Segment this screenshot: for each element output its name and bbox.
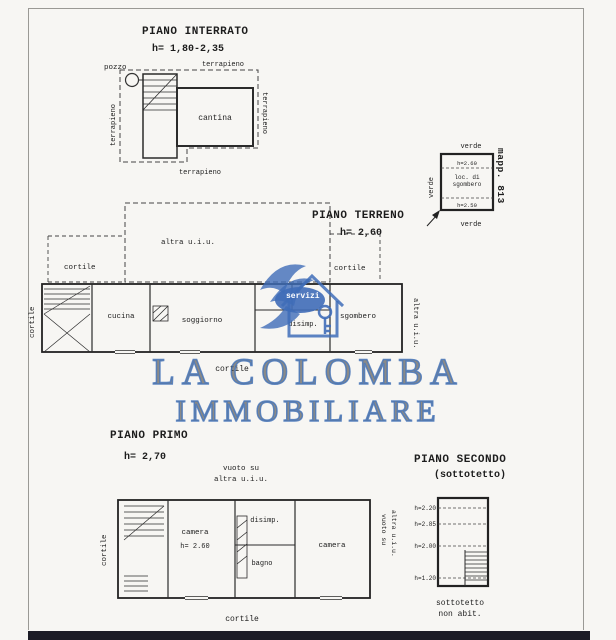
servizi-label: servizi bbox=[286, 292, 320, 301]
first-title: PIANO PRIMO bbox=[110, 430, 189, 442]
second-h1-label: h=2.20 bbox=[414, 505, 436, 512]
cadastral-stamp: mapp. 813 bbox=[495, 148, 506, 204]
terrapieno-left-label: terrapieno bbox=[110, 104, 118, 146]
ground-floor-plan: altra u.i.u. cortile cortile bbox=[29, 202, 419, 374]
basement-stairwell bbox=[142, 73, 178, 159]
ground-stairs-icon bbox=[43, 285, 91, 353]
first-floor-plan: camera h= 2.60 disimp. bagno camera cort… bbox=[101, 499, 397, 624]
watermark-line2: IMMOBILIARE bbox=[175, 393, 440, 428]
second-subtitle: (sottotetto) bbox=[434, 470, 507, 481]
fireplace-icon bbox=[152, 305, 169, 322]
second-h3-label: h=2.00 bbox=[414, 543, 436, 550]
first-height-note: h= 2,70 bbox=[124, 452, 167, 463]
ground-windows bbox=[115, 350, 372, 354]
terrapieno-bottom-label: terrapieno bbox=[179, 169, 221, 177]
first-disimp-label: disimp. bbox=[250, 517, 279, 525]
ground-height-note: h= 2,60 bbox=[340, 228, 383, 239]
camera1-height-label: h= 2.60 bbox=[180, 543, 209, 551]
first-cortile-left-label: cortile bbox=[101, 534, 109, 566]
height-lines-dashed bbox=[438, 507, 488, 579]
cantina-room bbox=[176, 87, 254, 147]
cortile-upper-left-label: cortile bbox=[64, 264, 96, 272]
flue-hatch-icon bbox=[236, 515, 248, 579]
altra-uiu-boundary-dashed bbox=[124, 202, 331, 283]
second-title: PIANO SECONDO bbox=[414, 454, 507, 466]
watermark-text: LA COLOMBA IMMOBILIARE bbox=[151, 351, 464, 429]
camera1-label: camera bbox=[181, 529, 209, 537]
altra-uiu-label: altra u.i.u. bbox=[161, 239, 215, 247]
verde-bottom-label: verde bbox=[460, 221, 481, 229]
agency-logo bbox=[260, 264, 345, 338]
cortile-left-label: cortile bbox=[29, 306, 37, 338]
first-stairs-icon bbox=[123, 505, 165, 592]
vuoto-right-line2: altra u.i.u. bbox=[390, 510, 397, 557]
second-h4-label: h=1.20 bbox=[414, 575, 436, 582]
first-windows bbox=[185, 596, 342, 600]
annex-h-bottom-label: h=2.50 bbox=[457, 202, 477, 209]
second-floor-plan: h=2.20 h=2.85 h=2.00 h=1.20 bbox=[414, 496, 490, 588]
pozzo-well-icon bbox=[124, 72, 140, 88]
first-main-block bbox=[117, 499, 371, 599]
terrapieno-right-label: terrapieno bbox=[260, 92, 268, 134]
cortile-bottom-label: cortile bbox=[215, 365, 249, 374]
second-stairs-icon bbox=[464, 550, 488, 586]
altra-uiu-right-label: altra u.i.u. bbox=[411, 298, 419, 348]
first-cortile-bottom-label: cortile bbox=[225, 615, 259, 624]
key-icon bbox=[317, 304, 333, 334]
vuoto-top-label: vuoto su altra u.i.u. bbox=[196, 464, 286, 486]
annex-plan: verde h=2.60 loc. di sgombero h=2.50 ver… bbox=[426, 143, 495, 229]
ground-title: PIANO TERRENO bbox=[312, 210, 405, 222]
bagno-label: bagno bbox=[251, 560, 272, 568]
verde-left-label: verde bbox=[428, 177, 436, 198]
sottotetto-caption-line1: sottotetto bbox=[435, 599, 484, 608]
cortile-upper-right-label: cortile bbox=[334, 265, 366, 273]
basement-boundary-dashed bbox=[119, 69, 259, 163]
ground-main-block bbox=[41, 283, 403, 353]
annex-name-line2: sgombero bbox=[453, 181, 482, 188]
sottotetto-caption: sottotetto non abit. bbox=[420, 598, 500, 620]
sgombero-label: sgombero bbox=[340, 313, 377, 321]
annex-h-top-label: h=2.60 bbox=[457, 160, 477, 167]
basement-title: PIANO INTERRATO bbox=[142, 26, 249, 38]
verde-top-label: verde bbox=[460, 143, 481, 151]
sottotetto-room bbox=[436, 496, 490, 588]
basement-height-note: h= 1,80-2,35 bbox=[152, 44, 225, 55]
pozzo-label: pozzo bbox=[104, 64, 127, 72]
vuoto-right-line1: vuoto su bbox=[380, 514, 387, 545]
cantina-label: cantina bbox=[198, 114, 232, 123]
dove-icon bbox=[260, 264, 325, 329]
sottotetto-caption-line2: non abit. bbox=[438, 610, 482, 619]
soggiorno-label: soggiorno bbox=[182, 317, 223, 325]
vuoto-top-line1: vuoto su bbox=[222, 465, 259, 473]
basement-floor-plan: pozzo cantina terrapieno terrapieno terr… bbox=[104, 61, 268, 177]
disimp-label: disimp. bbox=[288, 321, 317, 329]
terrapieno-top-label: terrapieno bbox=[202, 61, 244, 69]
cucina-label: cucina bbox=[107, 313, 135, 321]
scan-bottom-edge bbox=[28, 631, 590, 640]
first-internal-walls bbox=[167, 500, 296, 598]
watermark-line1: LA COLOMBA bbox=[152, 352, 464, 393]
annex-room bbox=[439, 152, 495, 212]
annex-name-line1: loc. di bbox=[454, 174, 480, 181]
basement-stairs-icon bbox=[142, 73, 178, 111]
vuoto-top-line2: altra u.i.u. bbox=[213, 476, 268, 484]
scan-border bbox=[28, 8, 584, 630]
second-h2-label: h=2.85 bbox=[414, 521, 436, 528]
camera2-label: camera bbox=[318, 542, 346, 550]
